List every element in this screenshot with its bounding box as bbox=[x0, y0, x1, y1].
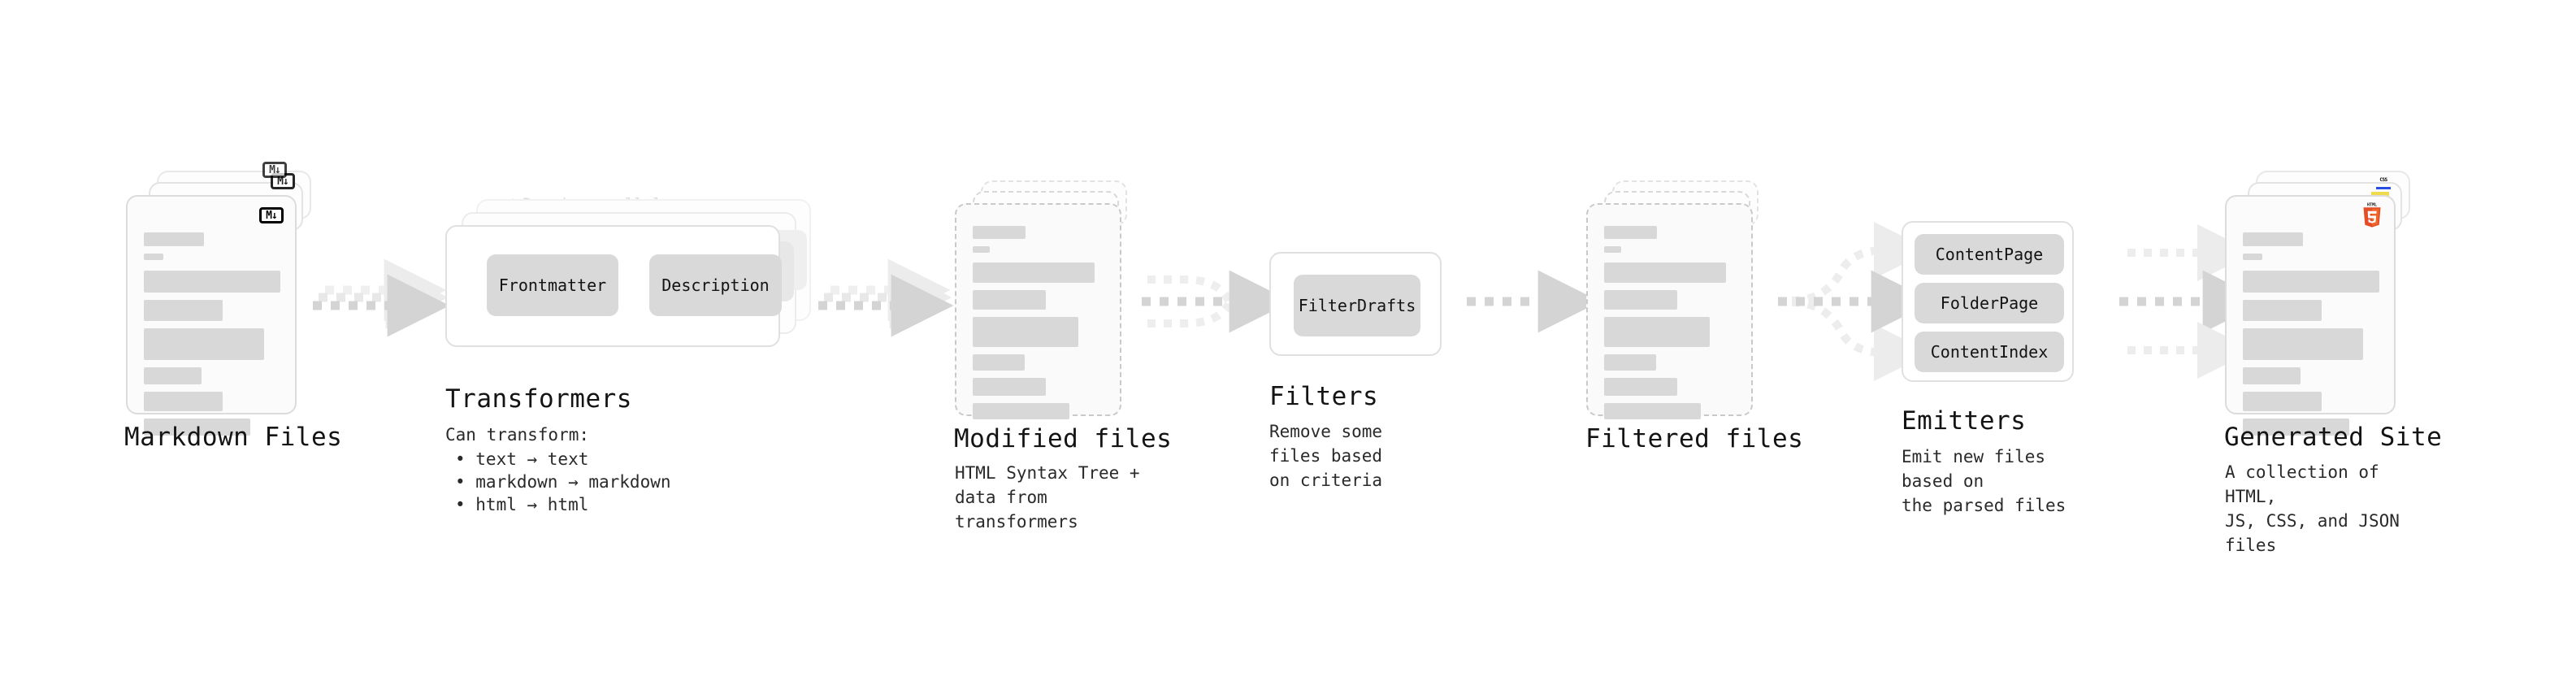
emitters-box: ContentPage FolderPage ContentIndex bbox=[1902, 221, 2074, 382]
generated-site-description: A collection of HTML, JS, CSS, and JSON … bbox=[2225, 462, 2400, 555]
modified-doc-front[interactable] bbox=[955, 203, 1121, 419]
transformers-description: Can transform: bbox=[445, 425, 590, 445]
css-icon: CSS bbox=[2376, 177, 2391, 189]
html5-icon: HTML bbox=[2361, 202, 2383, 229]
modified-files-description: HTML Syntax Tree + data from transformer… bbox=[955, 463, 1140, 531]
stage-modified-files: Modified files HTML Syntax Tree + data f… bbox=[954, 180, 1172, 531]
chip-contentindex[interactable]: ContentIndex bbox=[1915, 332, 2064, 372]
stage-label-markdown-files: Markdown Files bbox=[124, 423, 343, 452]
modified-doc-lines bbox=[973, 226, 1105, 427]
chip-folderpage[interactable]: FolderPage bbox=[1915, 283, 2064, 323]
generated-doc-front[interactable]: HTML bbox=[2225, 195, 2396, 436]
modified-doc-stack bbox=[955, 180, 1150, 419]
svg-text:HTML: HTML bbox=[2367, 202, 2377, 207]
chip-contentpage[interactable]: ContentPage bbox=[1915, 234, 2064, 275]
markdown-icon: M↓ bbox=[259, 207, 284, 223]
stage-transformers: Run in parallel Frontmatter Description … bbox=[445, 195, 827, 514]
chip-description[interactable]: Description bbox=[649, 254, 782, 316]
generated-doc-stack: CSS HTML bbox=[2225, 171, 2420, 436]
connector-emitters-to-site bbox=[2119, 224, 2266, 379]
stage-label-emitters: Emitters bbox=[1902, 406, 2027, 436]
stage-markdown-files: M↓ M↓ M↓ Markdown Files bbox=[124, 162, 342, 452]
markdown-doc-front[interactable]: M↓ bbox=[126, 195, 297, 436]
filtered-doc-stack bbox=[1586, 180, 1781, 419]
transformers-bullet-0: • text → text bbox=[455, 449, 589, 469]
transformers-bullet-2: • html → html bbox=[455, 495, 589, 514]
markdown-doc-stack: M↓ M↓ M↓ bbox=[126, 162, 313, 436]
filters-description: Remove some files based on criteria bbox=[1269, 422, 1383, 490]
connector-filtered-to-emitters bbox=[1778, 222, 1934, 381]
stage-generated-site: CSS HTML bbox=[2224, 171, 2442, 555]
connector-transformers-to-modified bbox=[818, 258, 954, 337]
transformers-bullet-1: • markdown → markdown bbox=[455, 472, 671, 492]
filtered-doc-lines bbox=[1604, 226, 1737, 427]
generated-doc-lines bbox=[2243, 232, 2379, 443]
stage-label-filtered-files: Filtered files bbox=[1585, 424, 1804, 453]
chip-frontmatter[interactable]: Frontmatter bbox=[487, 254, 618, 316]
connector-modified-to-filters bbox=[1142, 270, 1292, 333]
stage-label-modified-files: Modified files bbox=[954, 424, 1173, 453]
stage-label-generated-site: Generated Site bbox=[2224, 423, 2443, 452]
stage-filters: FilterDrafts Filters Remove some files b… bbox=[1269, 252, 1442, 490]
markdown-doc-lines bbox=[144, 232, 280, 443]
transformers-box-stack: Frontmatter Description bbox=[445, 199, 827, 366]
connector-md-to-transformers bbox=[313, 258, 450, 337]
transformers-box-front: Frontmatter Description bbox=[445, 225, 782, 347]
stage-filtered-files: Filtered files bbox=[1585, 180, 1803, 453]
emitters-description: Emit new files based on the parsed files bbox=[1902, 447, 2066, 515]
stage-emitters: ContentPage FolderPage ContentIndex Emit… bbox=[1902, 221, 2074, 515]
filtered-doc-front[interactable] bbox=[1586, 203, 1753, 419]
markdown-icon-back1: M↓ bbox=[262, 162, 287, 178]
filters-box: FilterDrafts bbox=[1269, 252, 1442, 356]
stage-label-transformers: Transformers bbox=[445, 384, 632, 414]
stage-label-filters: Filters bbox=[1269, 382, 1379, 411]
chip-filterdrafts[interactable]: FilterDrafts bbox=[1294, 275, 1420, 336]
